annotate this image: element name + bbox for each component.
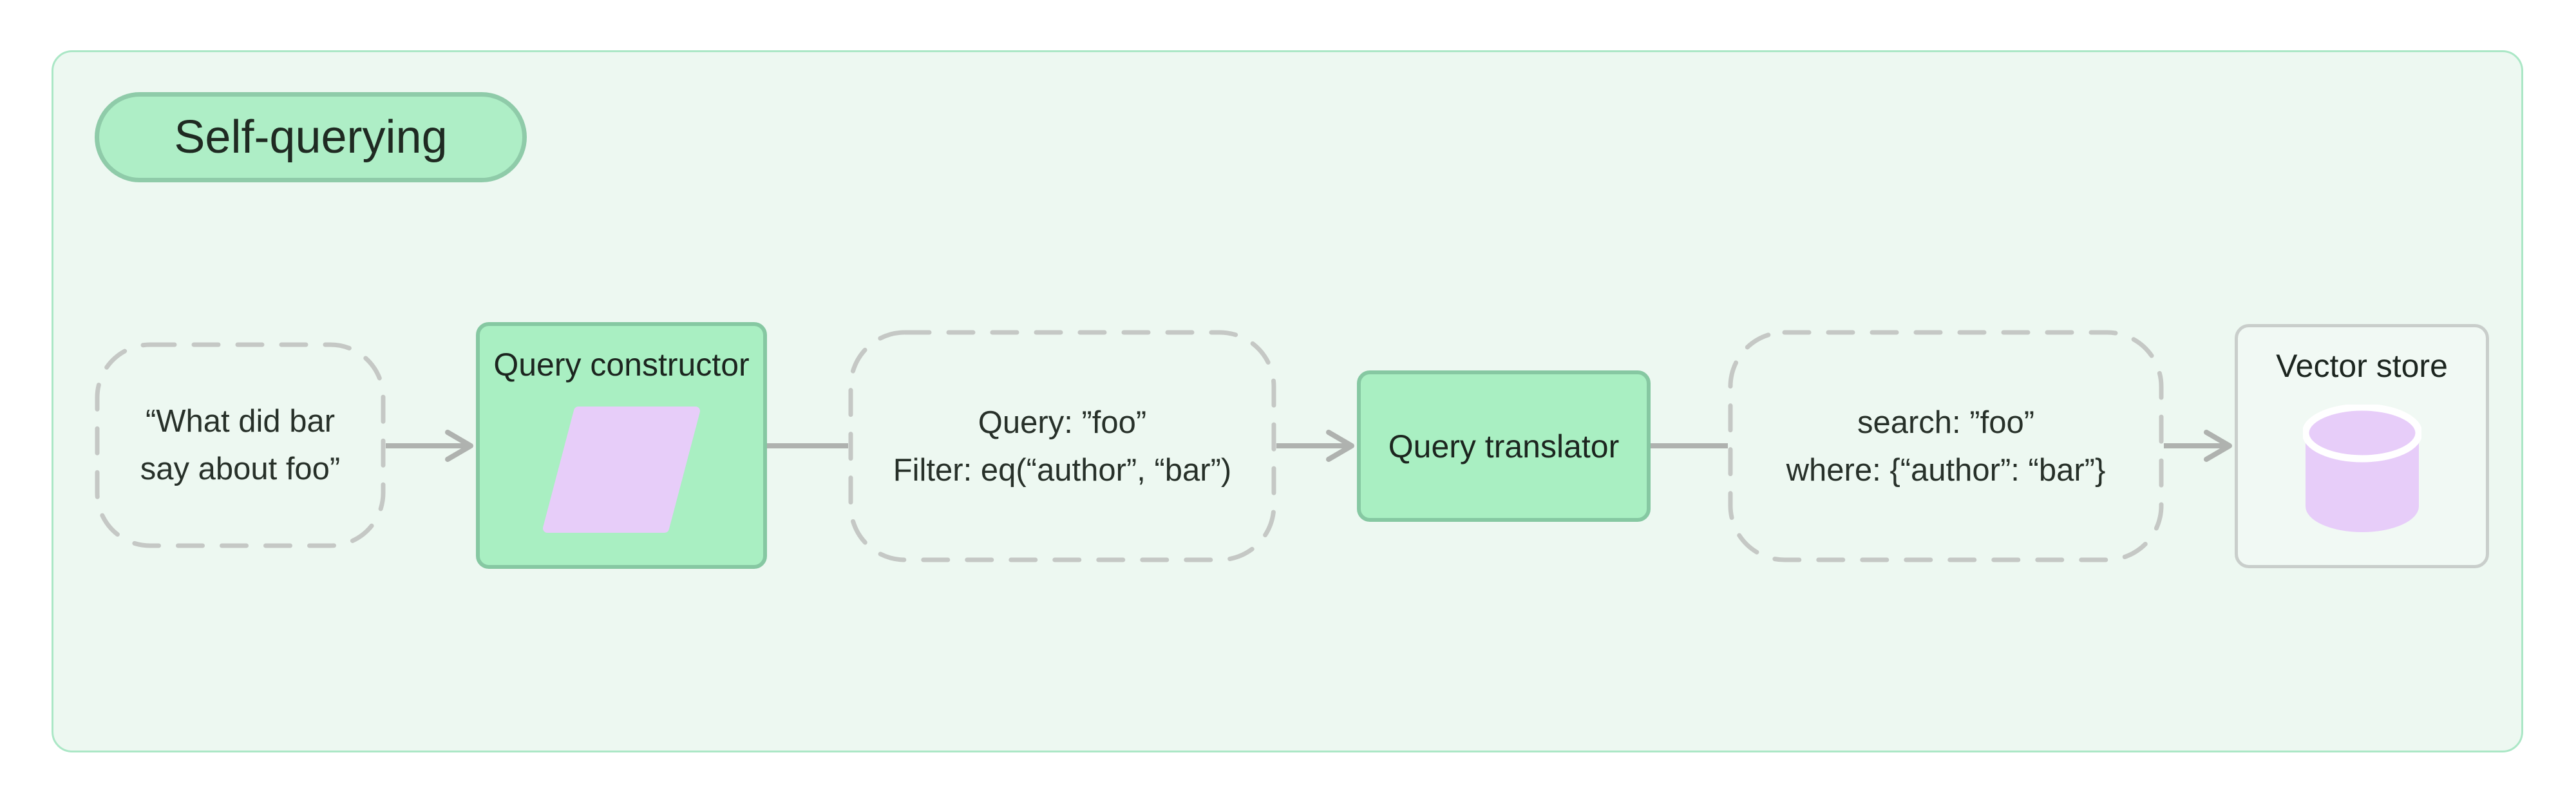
constructed-query-line1: Query: ”foo” <box>978 405 1147 440</box>
flow-arrow-translated-to-vectorstore <box>2164 430 2232 462</box>
input-query-line2: say about foo” <box>140 452 341 486</box>
flow-line-translator-to-translated <box>1651 443 1728 448</box>
constructed-query-node: Query: ”foo” Filter: eq(“author”, “bar”) <box>848 330 1276 562</box>
query-constructor-label: Query constructor <box>493 347 750 383</box>
translated-query-line2: where: {“author”: “bar”} <box>1786 452 2106 488</box>
constructed-query-line2: Filter: eq(“author”, “bar”) <box>893 452 1232 488</box>
translated-query-line1: search: ”foo” <box>1857 405 2035 440</box>
flow-arrow-input-to-constructor <box>386 430 473 462</box>
diagram-title: Self-querying <box>174 111 448 163</box>
input-query-node: “What did bar say about foo” <box>95 342 386 548</box>
vector-store-box: Vector store <box>2235 324 2489 568</box>
query-translator-box: Query translator <box>1357 370 1651 522</box>
flow-line-constructor-to-constructed <box>767 443 848 448</box>
input-query-line1: “What did bar <box>145 404 336 439</box>
vector-store-label: Vector store <box>2276 348 2448 384</box>
database-cylinder-icon <box>2302 403 2422 538</box>
query-translator-label: Query translator <box>1388 428 1620 464</box>
parallelogram-icon <box>542 406 701 537</box>
dashed-border <box>95 342 386 548</box>
dashed-border <box>848 330 1276 562</box>
translated-query-node: search: ”foo” where: {“author”: “bar”} <box>1728 330 2164 562</box>
flow-arrow-constructed-to-translator <box>1276 430 1354 462</box>
self-querying-diagram-panel: Self-querying “What did bar say about fo… <box>52 50 2523 752</box>
diagram-title-badge: Self-querying <box>95 92 527 182</box>
query-constructor-box: Query constructor <box>476 322 767 569</box>
